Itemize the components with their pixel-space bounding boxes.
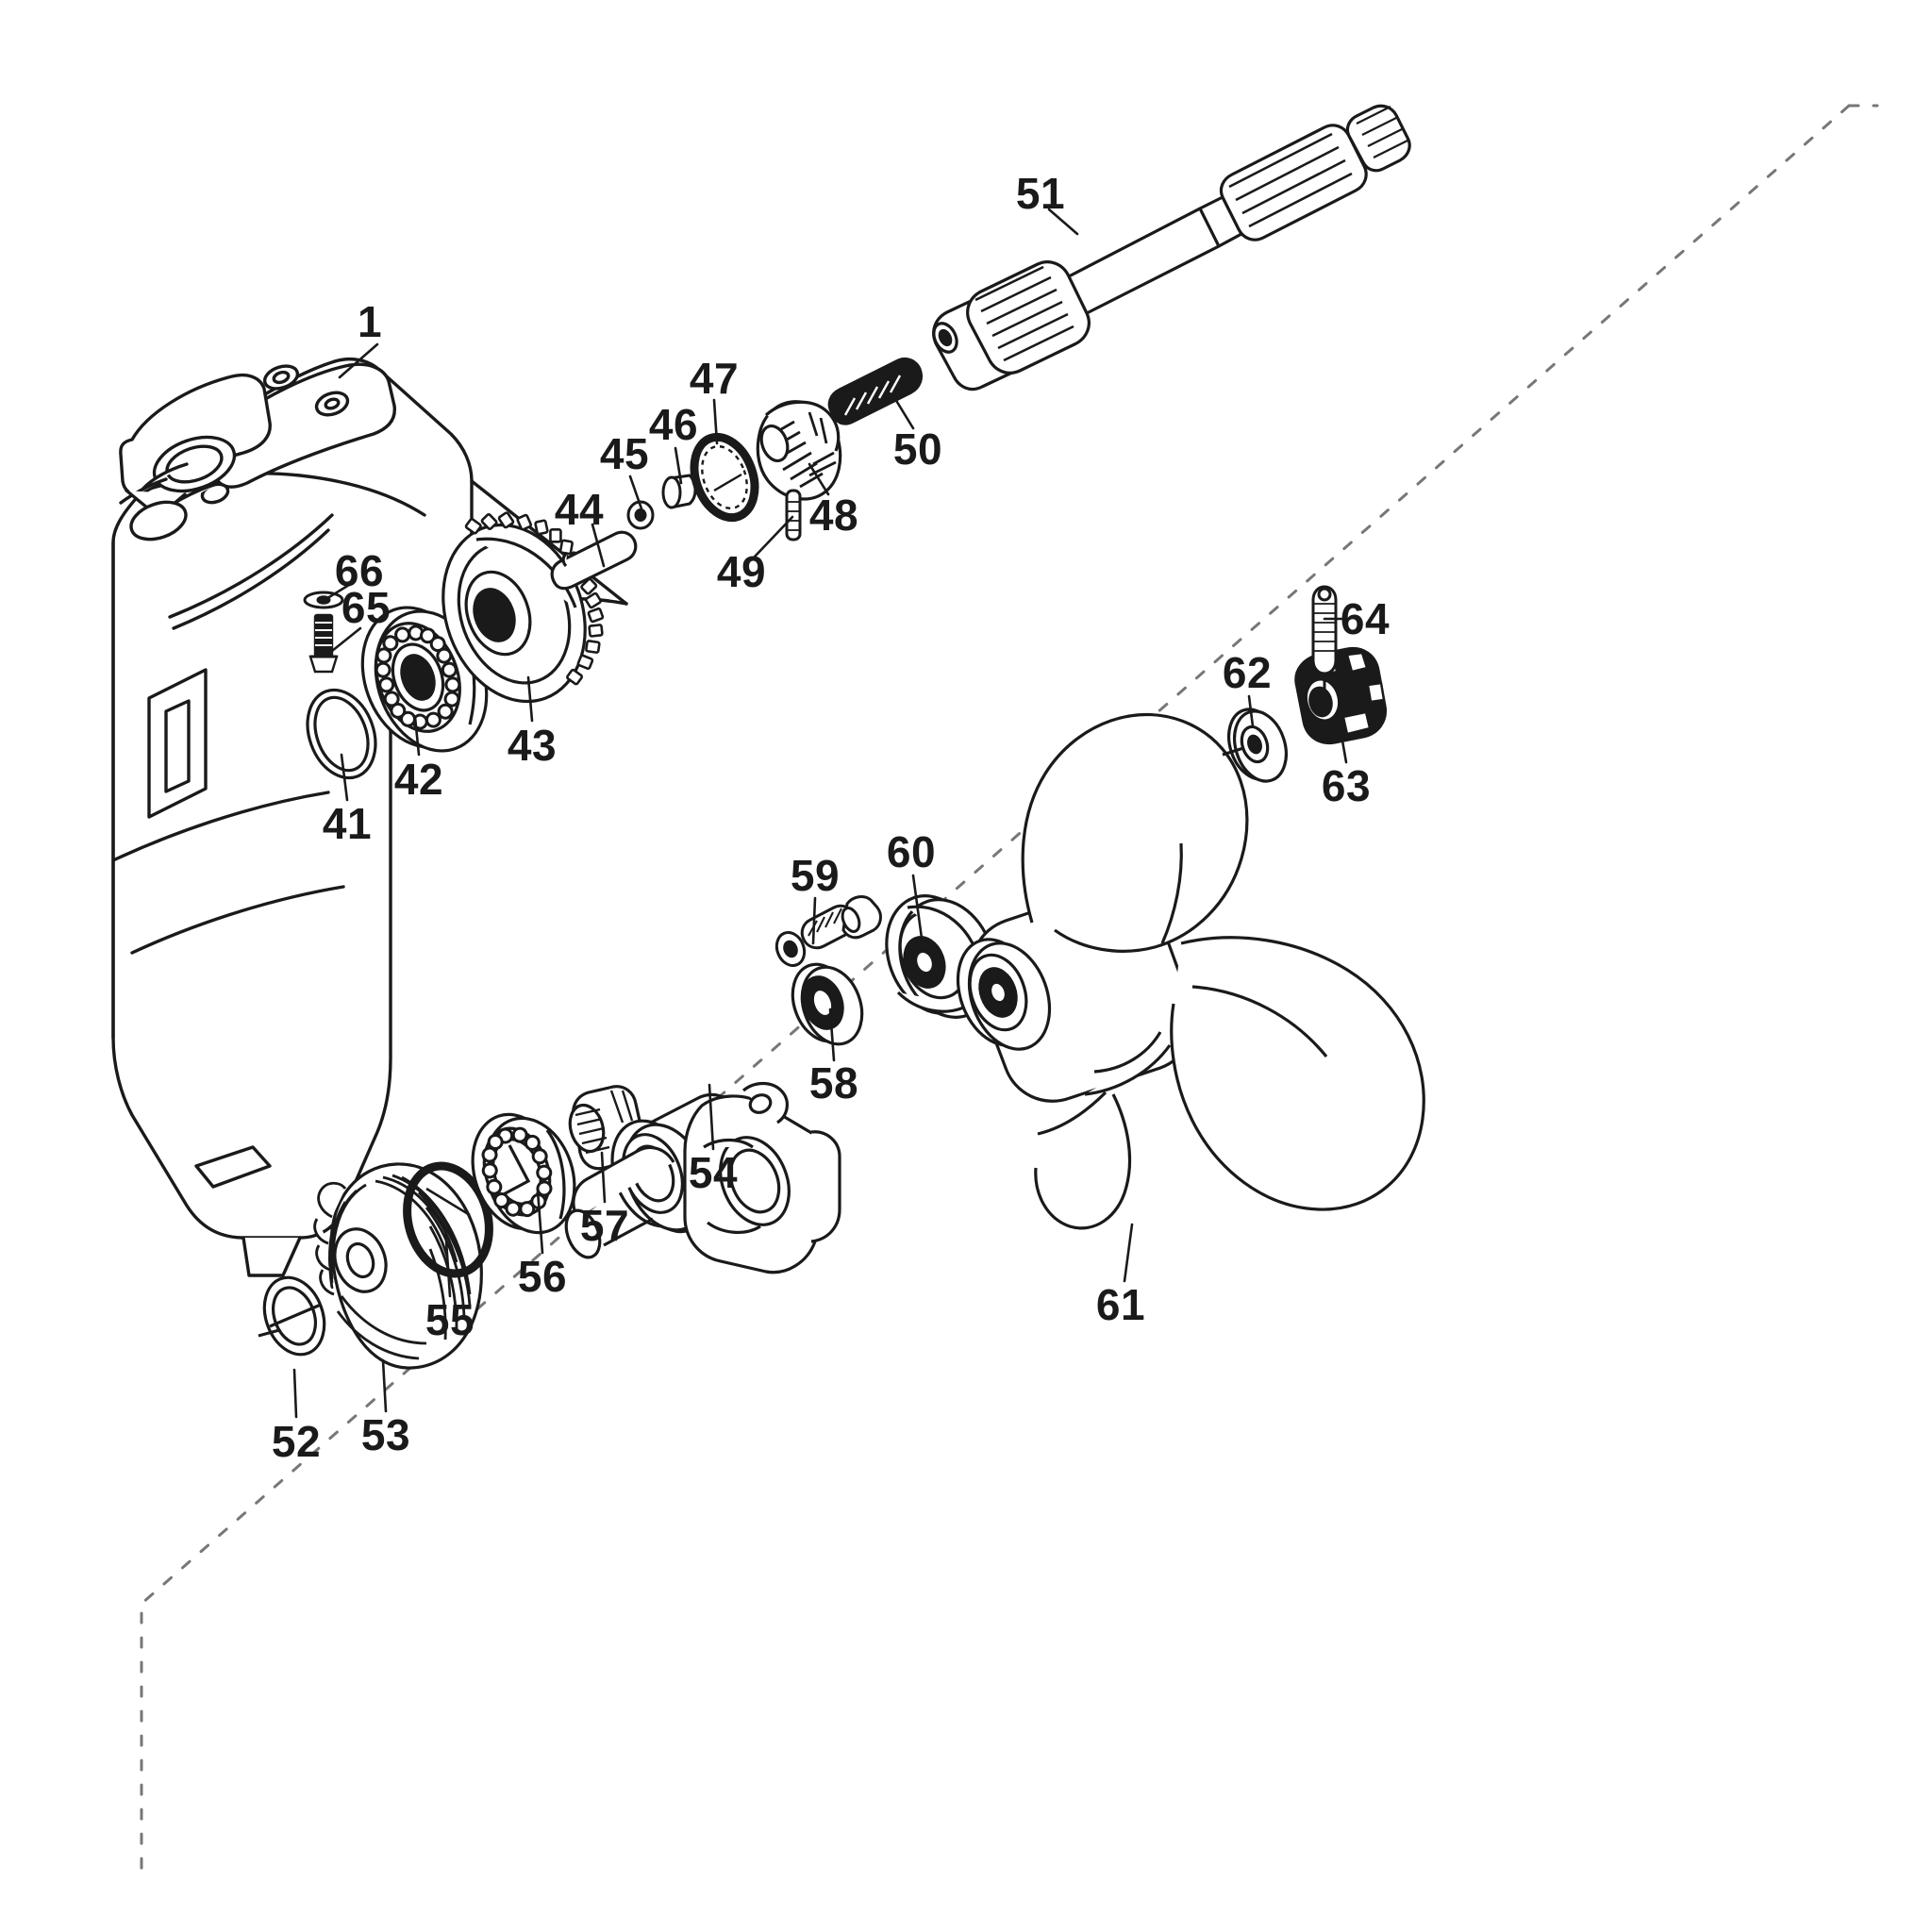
callout-number-63: 63 — [1321, 761, 1372, 810]
callout-number-56: 56 — [517, 1252, 568, 1301]
leader-line-62 — [1247, 694, 1255, 728]
part-shift-plunger — [550, 530, 638, 591]
leader-line-42 — [413, 715, 421, 757]
callout-number-43: 43 — [507, 721, 558, 770]
leader-line-49 — [753, 515, 794, 558]
part-ball-bearing — [360, 606, 489, 753]
leader-line-44 — [591, 523, 606, 568]
part-o-ring-seal — [306, 688, 377, 780]
leader-line-46 — [674, 446, 683, 485]
leader-line-43 — [526, 675, 534, 723]
callout-number-62: 62 — [1222, 648, 1273, 697]
callout-number-60: 60 — [886, 827, 937, 876]
part-o-ring-large-detail — [425, 1187, 471, 1217]
part-drive-shaft — [932, 104, 1411, 391]
leader-line-57 — [600, 1151, 607, 1204]
leader-line-48 — [808, 462, 830, 496]
callout-number-64: 64 — [1340, 594, 1391, 643]
part-reverse-gear-bearing — [471, 1112, 576, 1235]
part-propeller-washer — [1222, 708, 1288, 783]
callout-number-51: 51 — [1015, 169, 1066, 218]
callout-number-49: 49 — [716, 547, 767, 596]
callout-number-53: 53 — [360, 1410, 411, 1459]
callout-number-1: 1 — [357, 297, 383, 346]
leader-line-50 — [891, 392, 915, 430]
part-clutch-spring-ring — [690, 432, 759, 523]
part-gear-case-housing — [111, 358, 628, 1277]
leader-line-52 — [292, 1368, 298, 1419]
callout-number-65: 65 — [341, 583, 391, 632]
leader-line-53 — [381, 1358, 388, 1413]
leader-line-59 — [811, 896, 817, 945]
dashed-boundary — [140, 104, 1879, 1879]
callout-number-50: 50 — [892, 425, 943, 474]
callout-number-52: 52 — [271, 1417, 322, 1466]
part-propeller — [956, 712, 1425, 1230]
callout-number-48: 48 — [808, 491, 859, 540]
part-drain-screw — [308, 613, 339, 674]
leader-line-66 — [323, 583, 351, 602]
leader-line-54 — [708, 1083, 715, 1151]
callout-number-45: 45 — [599, 429, 650, 478]
leader-line-58 — [828, 1008, 836, 1062]
leader-line-56 — [536, 1189, 544, 1255]
callout-number-47: 47 — [689, 354, 740, 403]
leader-line-45 — [628, 475, 645, 516]
part-shift-slider — [661, 474, 697, 509]
part-thrust-washer — [258, 1275, 326, 1357]
part-cotter-pin — [1311, 585, 1338, 709]
leader-line-63 — [1338, 723, 1348, 764]
leader-line-1 — [338, 342, 379, 379]
leader-line-55 — [443, 1224, 452, 1298]
callout-number-54: 54 — [688, 1148, 739, 1197]
callout-number-46: 46 — [648, 400, 699, 449]
callout-number-55: 55 — [425, 1295, 475, 1344]
leader-line-51 — [1047, 208, 1079, 236]
leader-line-65 — [330, 626, 362, 653]
callout-number-41: 41 — [322, 799, 373, 848]
leader-line-41 — [340, 753, 349, 802]
part-pinion-gear — [313, 1162, 483, 1370]
part-cross-pin — [785, 489, 802, 541]
part-cross-pin-spring — [827, 357, 924, 425]
callout-number-61: 61 — [1095, 1280, 1146, 1329]
callout-number-66: 66 — [334, 546, 385, 595]
part-o-ring-large — [403, 1161, 493, 1278]
part-bearing-carrier — [564, 1081, 841, 1274]
leader-line-60 — [911, 874, 924, 947]
part-oil-seal — [791, 962, 864, 1046]
part-clutch-dog — [756, 400, 842, 501]
callout-leader-lines — [292, 208, 1348, 1419]
callout-number-57: 57 — [579, 1201, 630, 1250]
part-bolt-and-washer — [774, 895, 882, 967]
part-clutch-spring-ring-inner — [701, 444, 748, 510]
callout-number-59: 59 — [790, 851, 841, 900]
leader-line-61 — [1123, 1223, 1134, 1283]
callout-number-44: 44 — [554, 485, 605, 534]
callout-number-58: 58 — [808, 1058, 859, 1108]
callout-number-42: 42 — [393, 755, 444, 804]
leader-line-47 — [712, 398, 719, 445]
